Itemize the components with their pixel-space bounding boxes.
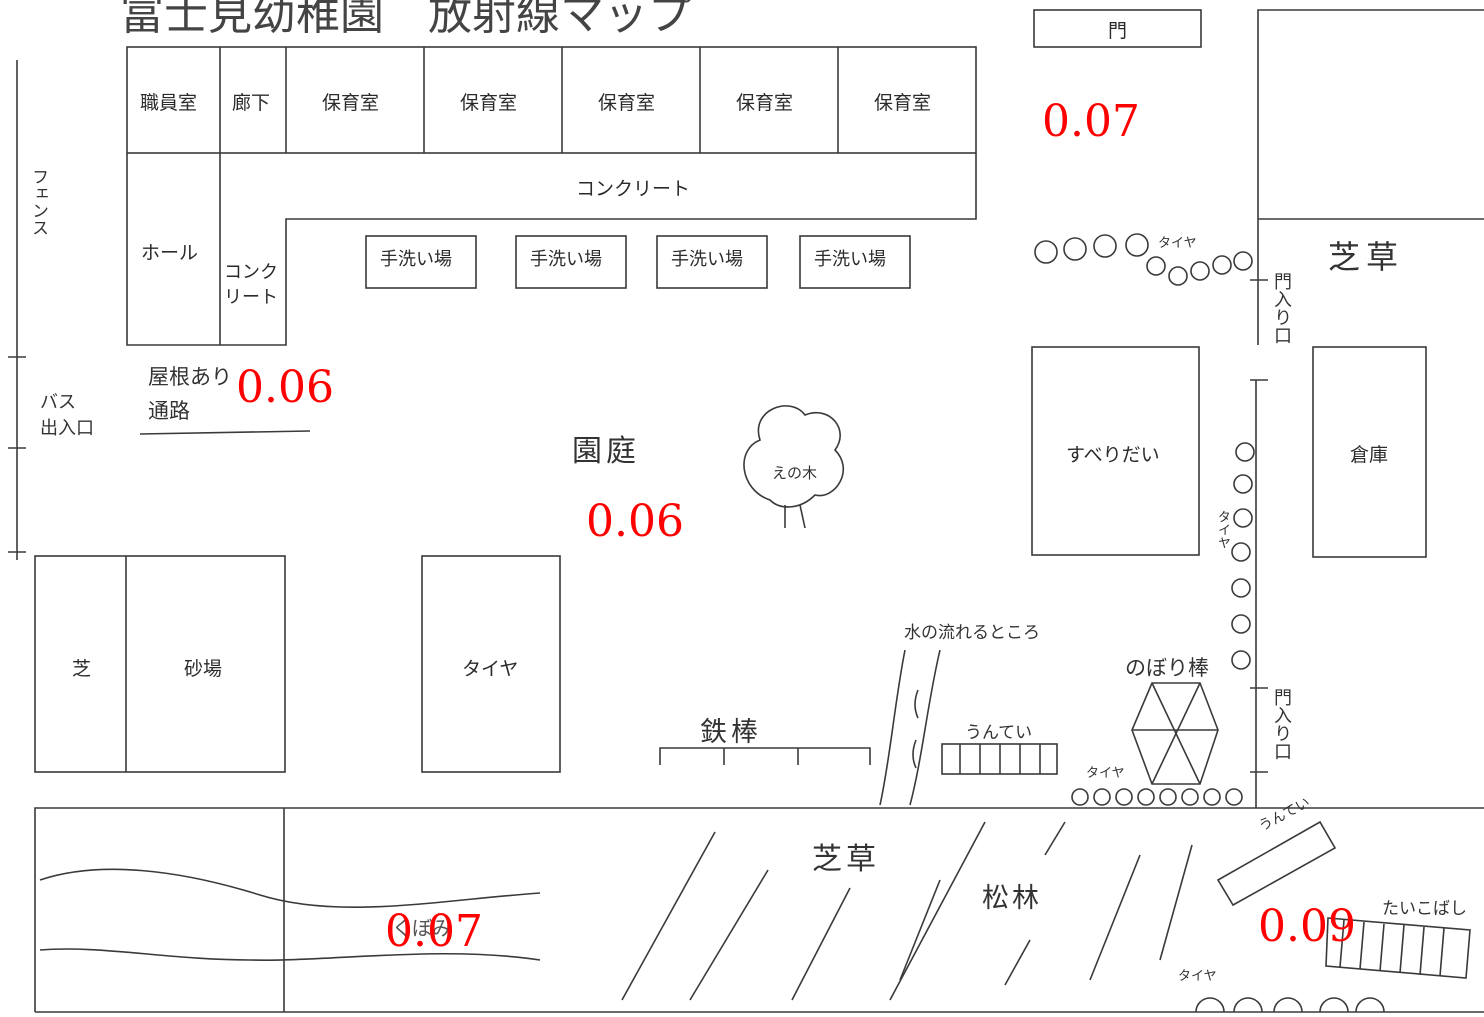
bus-entrance-label: バス 出入口 xyxy=(40,392,94,439)
sandbox-label: 砂場 xyxy=(184,658,223,680)
warehouse-box xyxy=(1312,346,1427,558)
tire-column-east xyxy=(1231,442,1255,670)
tire-row-bottom xyxy=(1071,788,1243,806)
warehouse-label: 倉庫 xyxy=(1350,444,1389,466)
tire-area-label: タイヤ xyxy=(462,658,519,680)
lawn-label: 芝草 xyxy=(1328,238,1405,276)
hall-label: ホール xyxy=(141,242,199,264)
top-gate-box xyxy=(1033,9,1202,48)
tree-label: えの木 xyxy=(772,464,818,482)
nursery-room-label: 保育室 xyxy=(322,92,380,114)
concrete-label: コンクリート xyxy=(576,178,691,200)
lawn-bottom-label: 芝草 xyxy=(812,842,880,877)
tire-block xyxy=(421,555,561,773)
stream-mark xyxy=(914,689,919,719)
iron-bar-frame xyxy=(659,747,871,765)
sandbox-block xyxy=(34,555,286,773)
monkey-bars-bottom xyxy=(1216,820,1337,907)
climbing-pole-label: のぼり棒 xyxy=(1125,656,1209,680)
handwash-label: 手洗い場 xyxy=(814,249,886,270)
tires-label: タイヤ xyxy=(1178,969,1217,984)
stream-mark xyxy=(912,739,917,769)
bottom-lawn-outline xyxy=(34,807,1484,1012)
nursery-room-label: 保育室 xyxy=(736,92,794,114)
iron-bar-label: 鉄棒 xyxy=(700,717,762,748)
corridor-label: 廊下 xyxy=(232,92,271,114)
pine-forest-hatching xyxy=(621,821,1193,1001)
spoke xyxy=(1151,682,1201,785)
concrete-small-label: コンク リート xyxy=(224,262,278,308)
handwash-box xyxy=(515,235,627,289)
tree-crown xyxy=(743,405,845,508)
handwash-label: 手洗い場 xyxy=(671,249,743,270)
handwash-box xyxy=(799,235,911,289)
water-stream-label: 水の流れるところ xyxy=(904,623,1040,643)
stream-line xyxy=(909,649,941,806)
slide-label: すべりだい xyxy=(1066,444,1160,466)
fence-label: フェンス xyxy=(28,168,48,236)
monkey-bars-label: うんてい xyxy=(965,723,1033,743)
slide-box xyxy=(1031,346,1200,556)
roof-path-label: 屋根あり 通路 xyxy=(148,365,232,423)
tire-row-top xyxy=(1034,233,1253,286)
stream-line xyxy=(879,649,906,806)
measurement-gate-area: 0.07 xyxy=(1042,96,1140,147)
measurement-roof-path: 0.06 xyxy=(236,362,334,413)
handwash-box xyxy=(365,235,477,289)
handwash-box xyxy=(656,235,768,289)
gate-entrance-label: 門入り口 xyxy=(1271,688,1292,760)
hollow-curve xyxy=(39,868,541,909)
turf-label: 芝 xyxy=(72,658,92,680)
tires-label: タイヤ xyxy=(1215,510,1230,549)
hollow-label: くぼみ xyxy=(392,916,452,940)
pine-forest-label: 松林 xyxy=(982,883,1042,914)
hollow-curve xyxy=(39,948,541,961)
garden-label: 園庭 xyxy=(572,434,640,469)
map-title: 富士見幼稚園 放射線マップ xyxy=(120,0,692,40)
gate-entrance-label: 門入り口 xyxy=(1271,272,1292,344)
roof-path-line xyxy=(139,430,311,435)
tires-label: タイヤ xyxy=(1086,766,1125,781)
measurement-drum-bridge: 0.09 xyxy=(1258,901,1356,952)
nursery-room-label: 保育室 xyxy=(460,92,518,114)
right-building-outline xyxy=(1257,9,1484,345)
measurement-garden: 0.06 xyxy=(586,496,684,547)
tree-trunk xyxy=(799,504,806,529)
top-gate-label: 門 xyxy=(1108,20,1128,42)
nursery-room-label: 保育室 xyxy=(874,92,932,114)
handwash-label: 手洗い場 xyxy=(380,249,452,270)
tires-label: タイヤ xyxy=(1158,236,1197,251)
staff-room-label: 職員室 xyxy=(140,92,198,114)
classroom-row xyxy=(126,46,977,154)
climbing-pole-octagon xyxy=(1131,682,1219,785)
drum-bridge xyxy=(1325,917,1471,979)
concrete-area-outline xyxy=(126,153,977,346)
handwash-label: 手洗い場 xyxy=(530,249,602,270)
nursery-room-label: 保育室 xyxy=(598,92,656,114)
tire-row-bottom-right xyxy=(1195,997,1385,1013)
measurement-hollow: 0.07 xyxy=(385,906,483,957)
drum-bridge-label: たいこばし xyxy=(1382,899,1467,919)
